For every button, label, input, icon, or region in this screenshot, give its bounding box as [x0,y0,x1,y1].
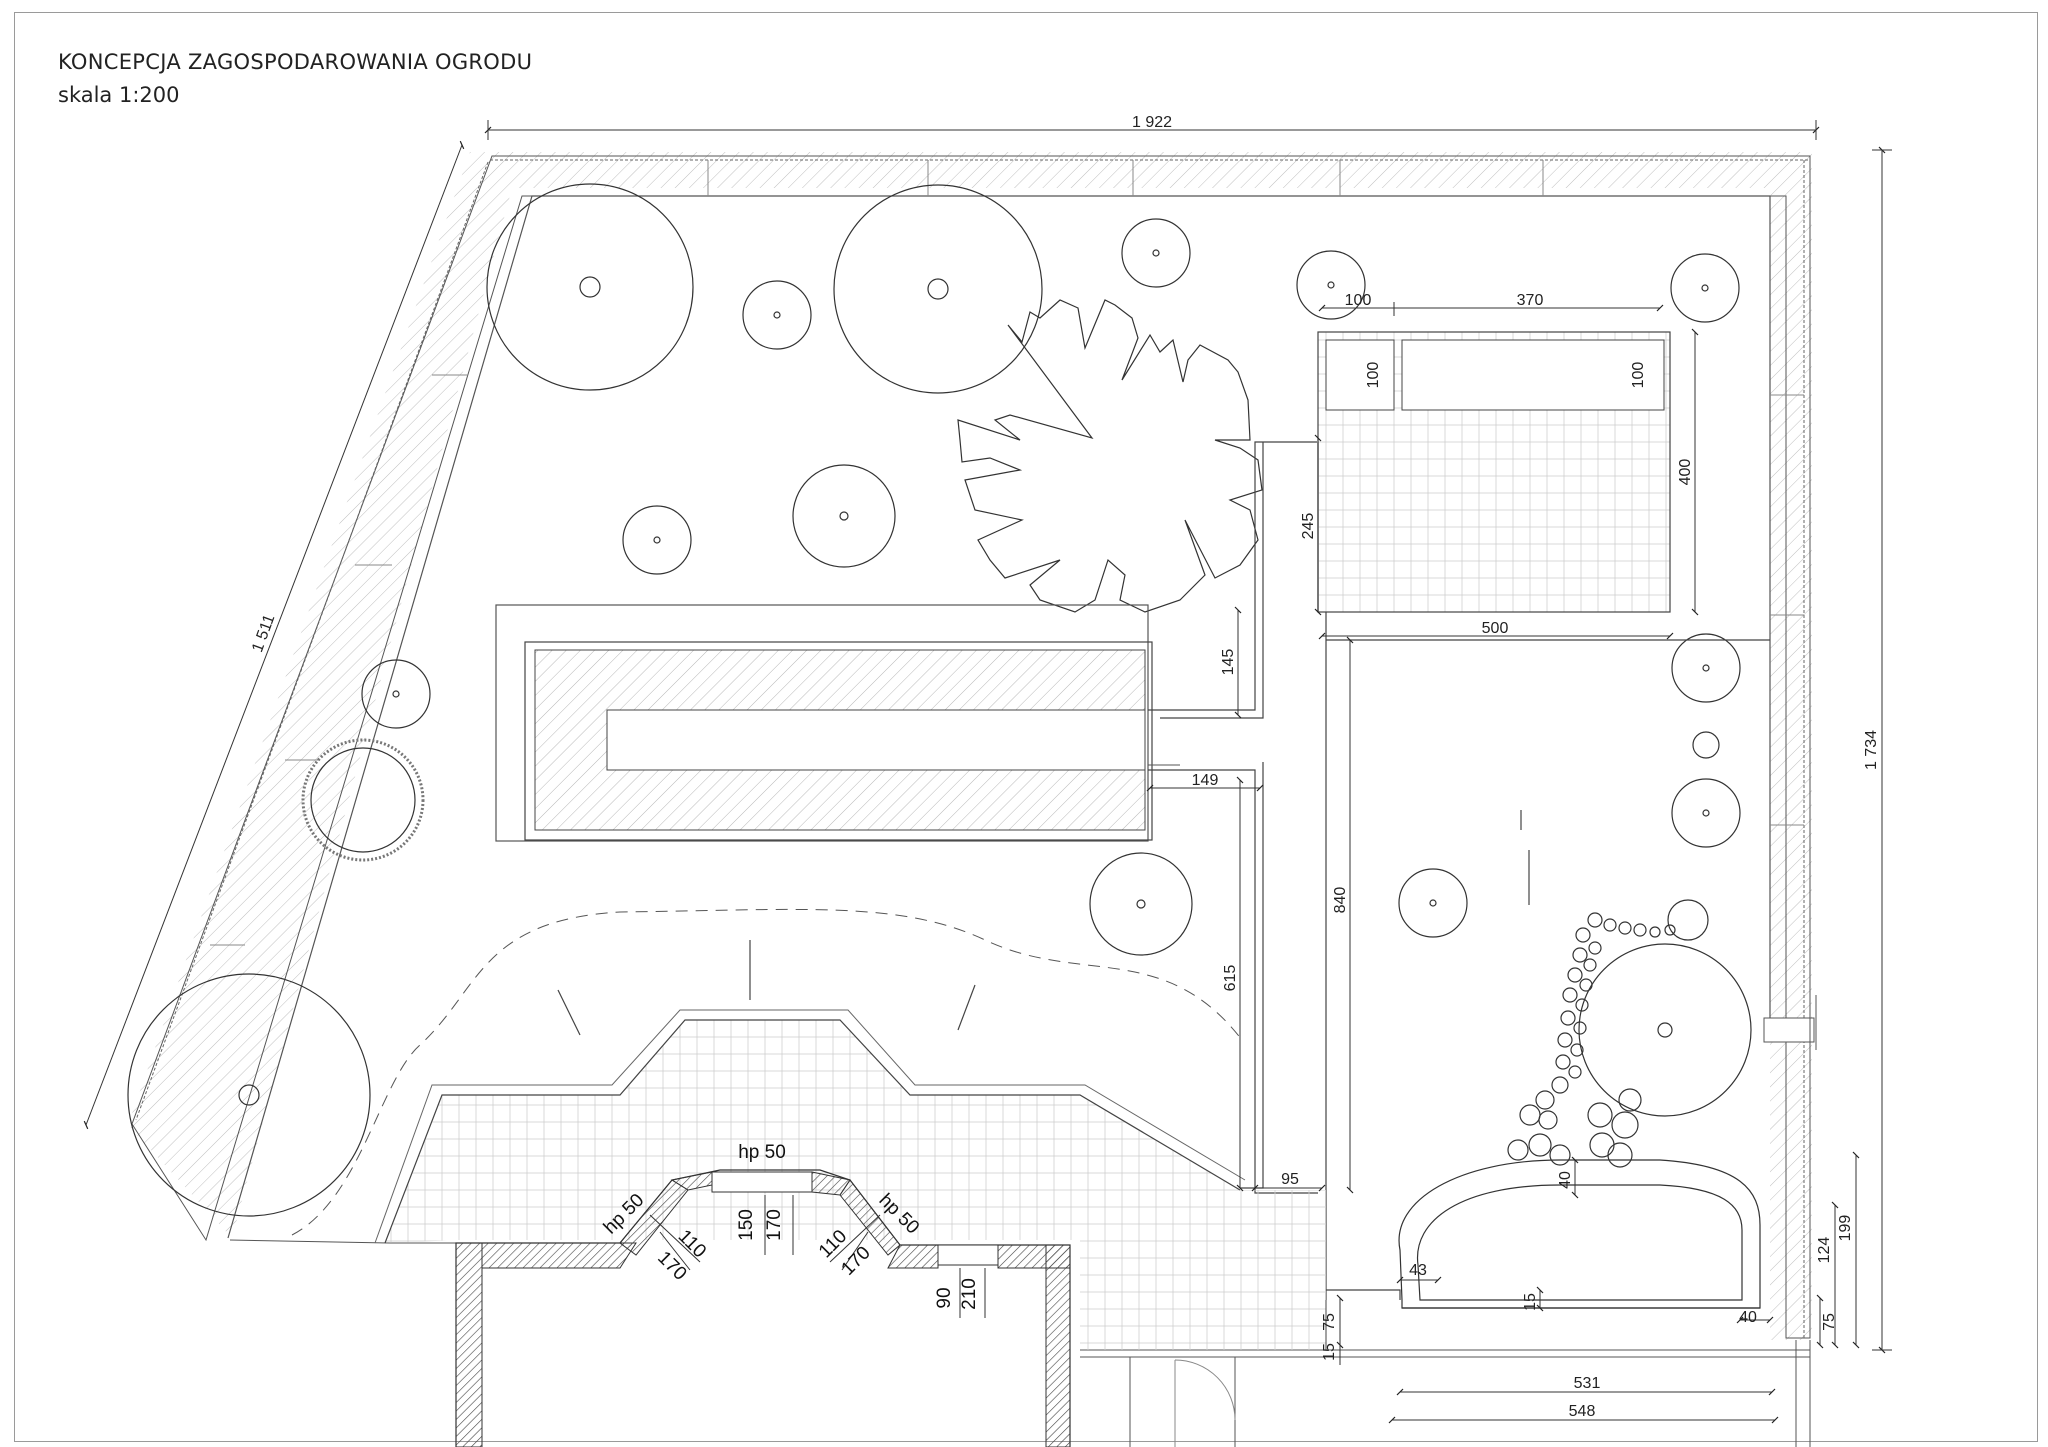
tree-small-8 [1692,731,1720,759]
slope-arrows [557,810,1530,1036]
dim-bottom-531: 531 [1574,1375,1601,1392]
pond [1398,912,1761,1309]
tree-small-2 [1121,218,1191,288]
dim-right-124: 124 [1816,1237,1833,1264]
dim-pergola-right: 370 [1517,292,1544,309]
dim-right-199: 199 [1837,1215,1854,1242]
tree-small-7 [1671,633,1741,703]
tree-small-4 [1670,253,1740,323]
dim-deck-width: 500 [1482,620,1509,637]
dim-bottom-548: 548 [1569,1403,1596,1420]
sheet-border [14,12,2038,1442]
house [455,1169,1071,1447]
raised-bed [495,604,1180,842]
side-lawn [1326,639,1770,1300]
dim-pergola-left: 100 [1345,292,1372,309]
label-hp50-center: hp 50 [738,1142,786,1163]
tree-small-1 [742,280,812,350]
tree-large-1 [486,183,694,391]
dim-pool-15: 15 [1522,1293,1539,1311]
tree-large-4 [1578,943,1752,1117]
tree-small-5 [622,505,692,575]
dim-pool-40b: 40 [1739,1309,1757,1326]
dim-path-245: 245 [1300,513,1317,540]
dim-path-95: 95 [1281,1171,1299,1188]
dimension-lines [83,120,1892,1424]
label-door-90: 90 [934,1287,955,1308]
label-door-210: 210 [959,1278,980,1310]
dim-top-total: 1 922 [1132,114,1172,131]
shrub-small [1667,899,1709,941]
dim-terrace-depth: 400 [1677,459,1694,486]
dim-left-diagonal: 1 511 [249,612,278,654]
drawing-scale: skala 1:200 [58,83,180,107]
lot-lines [229,995,1817,1447]
spiky-tree [957,299,1263,613]
tree-small-9 [1671,778,1741,848]
dim-pool-43: 43 [1409,1262,1427,1279]
dim-bed-small: 100 [1365,362,1382,389]
dim-path-149: 149 [1192,772,1219,789]
tree-small-3 [1296,250,1366,320]
dim-pool-40a: 40 [1557,1171,1574,1189]
dim-path-615: 615 [1222,965,1239,992]
dim-right-75: 75 [1821,1313,1838,1331]
dim-lawn-840: 840 [1332,887,1349,914]
label-center-170: 170 [764,1209,785,1241]
drawing-title: KONCEPCJA ZAGOSPODAROWANIA OGRODU [58,50,533,74]
label-left-170: 170 [653,1247,690,1284]
upper-terrace [1317,331,1671,613]
tree-med-1 [792,464,896,568]
dim-bottom-75: 75 [1321,1313,1338,1331]
dim-path-145: 145 [1220,649,1237,676]
tree-med-2 [1089,852,1193,956]
tree-large-2 [833,184,1043,394]
dim-bed-large: 100 [1630,362,1647,389]
tree-small-10 [1398,868,1468,938]
dim-right-total: 1 734 [1863,730,1880,770]
dim-bottom-15: 15 [1321,1343,1338,1361]
window-leaders [649,1195,986,1318]
label-center-150: 150 [736,1209,757,1241]
pond-stones [1507,912,1676,1168]
